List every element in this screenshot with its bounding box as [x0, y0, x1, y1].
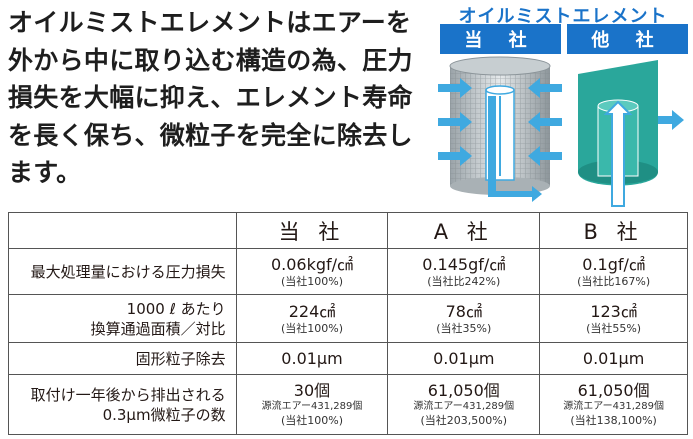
comparison-table: 当 社 A 社 B 社 最大処理量における圧力損失 0.06kgf/㎠(当社10…	[8, 212, 688, 435]
table-cell: 0.1gf/㎠(当社比167%)	[539, 248, 688, 295]
airflow-arrows-in	[438, 78, 562, 166]
intro-line: を長く保ち、微粒子を完全に除去し	[8, 120, 413, 150]
intro-line: オイルミストエレメントはエアーを	[8, 8, 412, 37]
table-cell: 78㎠(当社35%)	[387, 294, 541, 343]
table-cell: 123㎠(当社55%)	[539, 294, 688, 343]
table-cell: 224㎠(当社100%)	[235, 294, 389, 343]
table-header-row: 当 社 A 社 B 社	[8, 212, 688, 249]
header-empty	[8, 212, 237, 249]
table-cell: 0.01μm	[235, 342, 389, 375]
tab-other: 他 社	[567, 24, 688, 54]
table-cell: 0.01μm	[539, 342, 688, 375]
table-cell: 61,050個源流エアー431,289個(当社138,100%)	[539, 374, 688, 435]
other-inflow-arrow	[603, 100, 633, 207]
header-company-a: A 社	[387, 212, 541, 249]
table-cell: 0.145gf/㎠(当社比242%)	[387, 248, 541, 295]
table-row: 最大処理量における圧力損失 0.06kgf/㎠(当社100%) 0.145gf/…	[8, 248, 688, 295]
row-label: 固形粒子除去	[8, 342, 237, 375]
header-company-b: B 社	[539, 212, 688, 249]
row-label: 1000 ℓ あたり換算通過面積／対比	[8, 294, 237, 343]
row-label: 最大処理量における圧力損失	[8, 248, 237, 295]
header-ours: 当 社	[235, 212, 389, 249]
intro-line: 外から中に取り込む構造の為、圧力	[8, 45, 413, 75]
intro-line: ます。	[8, 158, 82, 187]
element-flow-diagram	[438, 56, 684, 207]
figure-title: オイルミストエレメント	[458, 6, 668, 27]
table-row: 固形粒子除去 0.01μm 0.01μm 0.01μm	[8, 342, 688, 375]
tab-ours: 当 社	[440, 24, 561, 54]
table-row: 1000 ℓ あたり換算通過面積／対比 224㎠(当社100%) 78㎠(当社3…	[8, 294, 688, 343]
intro-text: オイルミストエレメントはエアーを 外から中に取り込む構造の為、圧力 損失を大幅に…	[8, 4, 428, 192]
table-cell: 61,050個源流エアー431,289個(当社203,500%)	[387, 374, 541, 435]
other-outflow-arrow	[658, 110, 684, 130]
table-cell: 30個源流エアー431,289個(当社100%)	[235, 374, 389, 435]
figure-tabs: 当 社 他 社	[440, 24, 688, 54]
table-cell: 0.06kgf/㎠(当社100%)	[235, 248, 389, 295]
table-cell: 0.01μm	[387, 342, 541, 375]
intro-line: 損失を大幅に抑え、エレメント寿命	[8, 83, 413, 112]
outflow-arrow	[488, 96, 542, 202]
